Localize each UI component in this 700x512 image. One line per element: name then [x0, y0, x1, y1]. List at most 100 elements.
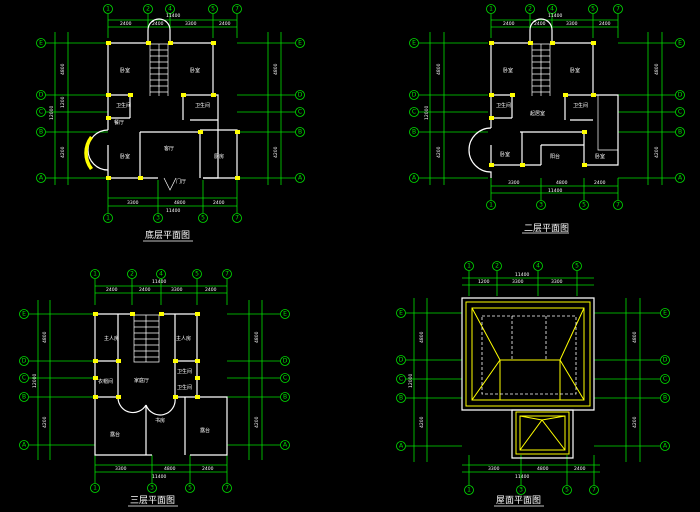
axis-label: 2 [495, 263, 499, 270]
dimension-text: 2400 [120, 21, 132, 27]
plan-second-floor: 1 2 4 5 7 1 3 5 7 E D C B A E D C B A 24… [409, 4, 685, 234]
axis-label: C [39, 109, 43, 116]
dimension-text: 2400 [503, 21, 515, 27]
axis-label: D [298, 92, 303, 99]
axis-label: C [283, 375, 287, 382]
axis-label: E [678, 40, 682, 47]
dimension-text: 4800 [164, 466, 176, 472]
plan-title: 二层平面图 [524, 223, 569, 234]
dimension-text: 3300 [115, 466, 127, 472]
room-label: 厨房 [214, 153, 224, 160]
dimension-text: 11400 [548, 188, 562, 194]
axis-label: 5 [188, 485, 192, 492]
dimension-text: 11400 [515, 474, 529, 480]
axis-label: 1 [489, 202, 493, 209]
axis-label: D [399, 357, 404, 364]
axis-label: C [22, 375, 26, 382]
dimension-text: 4800 [632, 331, 638, 343]
axis-label: 1 [467, 263, 471, 270]
dimension-text: 11400 [152, 279, 166, 285]
axis-label: 7 [225, 271, 229, 278]
room-label: 卫生间 [496, 102, 511, 109]
axis-label: 1 [467, 487, 471, 494]
plan-ground-floor: 1 2 4 5 7 1 3 5 7 E D C B A E D C B A 24… [36, 4, 305, 242]
room-label: 主人房 [176, 335, 191, 342]
dimension-text: 3300 [566, 21, 578, 27]
room-label: 卫生间 [116, 102, 131, 109]
axis-label: 7 [616, 6, 620, 13]
room-label: 露台 [200, 427, 210, 434]
axis-label: 5 [201, 215, 205, 222]
axis-label: D [39, 92, 44, 99]
plan-roof: 1 2 4 5 1 3 5 7 E D C B A E D C B A 1200… [396, 261, 670, 507]
axis-label: 4 [159, 271, 163, 278]
axis-label: 5 [582, 202, 586, 209]
room-label: 客厅 [164, 145, 174, 152]
axis-label: 1 [489, 6, 493, 13]
walls [94, 313, 228, 456]
dimension-text: 4800 [654, 63, 660, 75]
dimension-text: 4800 [537, 466, 549, 472]
dimension-text: 1200 [60, 96, 66, 108]
dimension-text: 4800 [419, 331, 425, 343]
room-label: 餐厅 [114, 119, 124, 126]
axis-label: A [39, 175, 44, 182]
room-label: 卧室 [120, 67, 130, 74]
axis-label: C [663, 376, 667, 383]
plan-title: 三层平面图 [130, 495, 175, 506]
plan-title: 屋面平面图 [496, 495, 541, 506]
room-label: 书房 [155, 417, 165, 424]
dimension-text: 12000 [32, 374, 38, 388]
room-label: 卫生间 [177, 368, 192, 375]
axis-label: D [678, 92, 683, 99]
room-label: 卧室 [570, 67, 580, 74]
axis-label: 3 [156, 215, 160, 222]
axis-label: A [22, 442, 27, 449]
dimension-text: 3300 [508, 180, 520, 186]
dimension-text: 11400 [166, 13, 180, 19]
axis-label: A [663, 443, 668, 450]
axis-label: 1 [93, 271, 97, 278]
dimension-text: 2400 [219, 21, 231, 27]
dimension-text: 2400 [599, 21, 611, 27]
room-label: 主人房 [104, 335, 119, 342]
axis-label: A [412, 175, 417, 182]
dimension-text: 11400 [166, 208, 180, 214]
room-label: 卧室 [190, 67, 200, 74]
roof-outline [461, 297, 595, 459]
columns [93, 312, 200, 399]
dimension-text: 12000 [424, 106, 430, 120]
dimension-text: 2400 [574, 466, 586, 472]
axis-label: 3 [519, 487, 523, 494]
axis-label: E [22, 311, 26, 318]
room-label: 卧室 [120, 153, 130, 160]
axis-label: E [663, 310, 667, 317]
dimension-text: 4200 [654, 146, 660, 158]
dimension-text: 3300 [185, 21, 197, 27]
walls [468, 18, 619, 178]
axis-label: B [22, 394, 26, 401]
axis-label: E [399, 310, 403, 317]
axis-label: C [412, 109, 416, 116]
axis-label: D [283, 358, 288, 365]
axis-label: 7 [235, 6, 239, 13]
room-label: 家庭厅 [134, 377, 149, 384]
axis-label: 1 [106, 6, 110, 13]
dimension-text: 12000 [49, 106, 55, 120]
dimension-text: 2400 [106, 287, 118, 293]
axis-label: B [39, 129, 43, 136]
axis-label: 7 [592, 487, 596, 494]
plan-third-floor: 1 2 4 5 7 1 3 5 7 E D C B A E D C B A 24… [19, 269, 290, 507]
axis-label: 7 [235, 215, 239, 222]
axis-label: 2 [528, 6, 532, 13]
axis-label: A [283, 442, 288, 449]
axis-label: C [678, 109, 682, 116]
axis-label: C [399, 376, 403, 383]
axis-label: C [298, 109, 302, 116]
axis-label: 3 [150, 485, 154, 492]
axis-label: 2 [146, 6, 150, 13]
room-label: 卫生间 [573, 102, 588, 109]
dimension-text: 11400 [548, 13, 562, 19]
axis-label: A [399, 443, 404, 450]
